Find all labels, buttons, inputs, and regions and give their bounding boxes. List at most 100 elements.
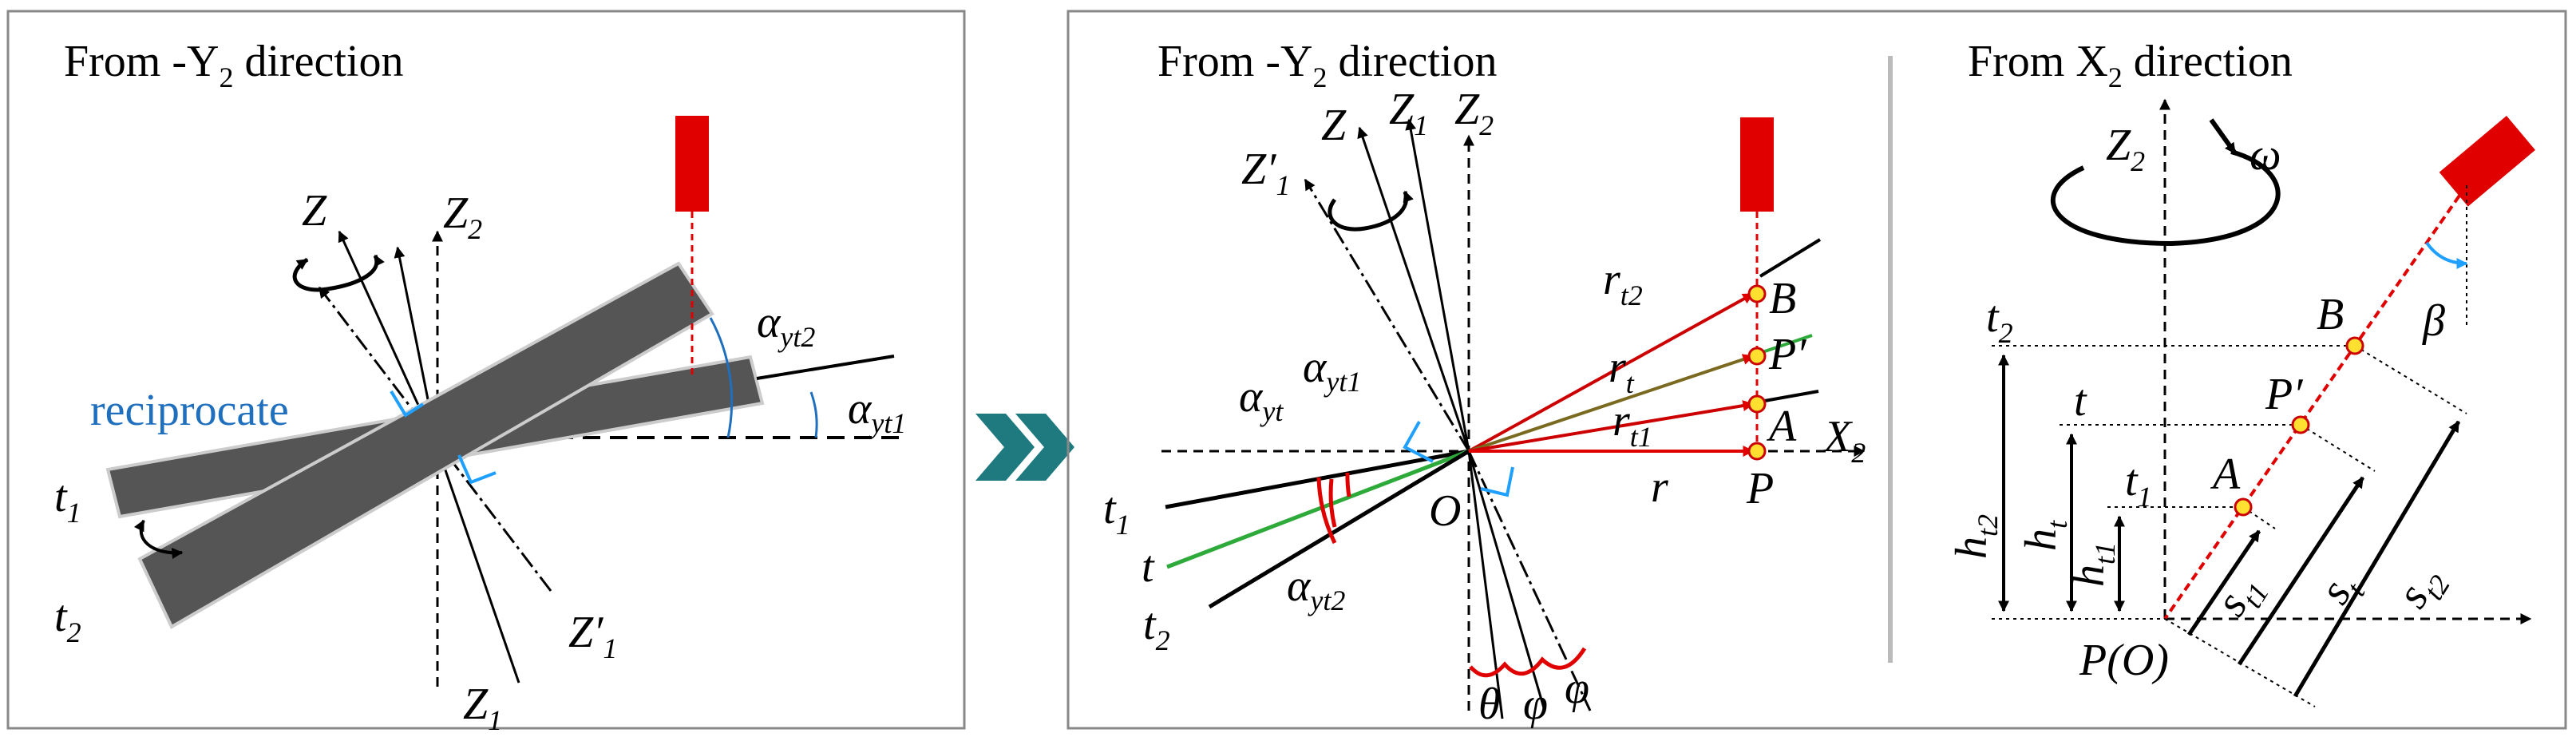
- p2r-laser-beam: [2163, 184, 2468, 620]
- p2l-label-z1prime: Z′1: [1241, 145, 1290, 201]
- p1-label-t2: t2: [54, 592, 81, 648]
- p1-label-ayt2: αyt2: [757, 298, 815, 353]
- p2r-rotation-arrow: [2050, 149, 2281, 247]
- p1-label-z2: Z2: [443, 188, 482, 245]
- p2l-label-z: Z: [1321, 101, 1347, 150]
- p1-z1-line: [436, 446, 520, 684]
- p1-right-angle-1: [390, 390, 425, 418]
- p2l-label-X2: X2: [1822, 412, 1866, 469]
- p2l-label-ayt2: αyt2: [1287, 561, 1345, 616]
- p2l-arc-ayt: [1328, 478, 1337, 528]
- panel-2-left: From -Y2 direction: [1103, 37, 1866, 729]
- p2l-lower-3: [1467, 450, 1592, 711]
- p2l-arc-ayt1: [1345, 472, 1351, 497]
- p2l-label-B: B: [1769, 274, 1796, 323]
- p2l-point-B: [1747, 284, 1767, 303]
- p2l-label-r: r: [1651, 462, 1668, 512]
- p2r-label-omega: ω: [2250, 130, 2281, 180]
- p2l-label-rt2: rt2: [1603, 255, 1643, 311]
- panel-2-border: [1066, 10, 2567, 730]
- p2l-point-P: [1747, 442, 1767, 461]
- p2l-lower-2: [1467, 450, 1546, 711]
- p2l-label-z1: Z1: [1389, 85, 1428, 141]
- p1-tilt-line: [756, 355, 895, 380]
- p2r-laser: [2439, 115, 2535, 207]
- p2l-right-angle-1: [1403, 421, 1434, 463]
- p2r-beta-arc: [2425, 241, 2468, 269]
- p1-reciprocate-label: reciprocate: [90, 386, 289, 435]
- p2l-point-Pp: [1747, 347, 1767, 366]
- p2l-z-axis: [1357, 126, 1470, 452]
- p2l-label-theta: θ: [1478, 680, 1501, 729]
- p2l-vector-rt2: [1468, 292, 1755, 453]
- p2r-label-t2: t2: [1986, 292, 2013, 349]
- p2r-label-st: st: [2309, 564, 2372, 616]
- p2r-label-Pp: P′: [2265, 370, 2303, 419]
- p2r-point-Pp: [2291, 415, 2310, 434]
- p2l-z1prime-axis: [1304, 178, 1470, 452]
- p1-arc-ayt1: [809, 391, 818, 438]
- p2r-label-ht1: ht1: [2064, 542, 2121, 587]
- panel-1-title: From -Y2 direction: [64, 37, 404, 93]
- p2l-arc-ayt2: [1316, 477, 1337, 545]
- p1-label-z1prime: Z′1: [568, 608, 617, 664]
- p2l-label-t2: t2: [1143, 600, 1170, 656]
- p2l-line-t-ext: [1759, 334, 1813, 355]
- p1-right-angle-2: [457, 454, 497, 485]
- p2l-vector-rt: [1468, 354, 1755, 453]
- p2l-line-t1-ext: [1759, 390, 1819, 403]
- p2l-label-rt: rt: [1609, 343, 1635, 399]
- p2r-label-ht2: ht2: [1947, 514, 2004, 559]
- p2l-label-t1: t1: [1103, 484, 1130, 541]
- p2l-line-t2: [1208, 449, 1470, 609]
- p2r-label-ht: ht: [2016, 520, 2073, 551]
- p2r-arrow-st2: [2293, 420, 2461, 698]
- p2r-perp-B: [2354, 345, 2467, 414]
- p2l-z1-axis: [1405, 118, 1470, 452]
- p2r-point-B: [2345, 336, 2364, 355]
- p2l-rotation-arrow: [1328, 190, 1414, 232]
- p2r-arrow-st: [2237, 476, 2365, 666]
- p1-arc-ayt2: [709, 317, 734, 438]
- p2r-arrow-st1: [2186, 529, 2261, 636]
- p1-laser: [675, 116, 709, 212]
- p2r-perp-Pp: [2300, 424, 2376, 472]
- p2l-laser: [1740, 117, 1774, 212]
- p2r-rotation-arrowhead: [2209, 118, 2238, 155]
- panel-2-right: From X2 direction: [1947, 37, 2535, 707]
- p1-label-t1: t1: [54, 472, 81, 529]
- p1-label-ayt1: αyt1: [848, 384, 906, 439]
- p2l-label-ayt: αyt: [1239, 372, 1284, 427]
- panel-1: From -Y2 direction reciprocate Z Z2 Z1 Z…: [6, 10, 966, 736]
- p2l-label-t: t: [1142, 542, 1155, 592]
- p2l-label-rt1: rt1: [1612, 396, 1652, 453]
- p1-bar-t2: [137, 261, 714, 629]
- p2l-line-t2-ext: [1759, 238, 1822, 278]
- p2l-lower-1: [1467, 450, 1504, 719]
- p1-label-z1: Z1: [463, 680, 502, 736]
- p2l-label-phi2: φ: [1565, 664, 1589, 713]
- p2l-label-A: A: [1766, 402, 1797, 451]
- p1-label-z: Z: [302, 186, 327, 236]
- p2l-label-ayt1: αyt1: [1303, 343, 1361, 398]
- chevron-arrow-icon: [975, 414, 1074, 481]
- p2r-label-beta: β: [2422, 296, 2445, 346]
- p2l-point-A: [1747, 394, 1767, 414]
- p2l-label-Pp: P′: [1768, 330, 1806, 379]
- panel-1-border: [6, 10, 966, 730]
- p2l-arc-theta-phi: [1469, 647, 1587, 678]
- p2l-label-O: O: [1429, 486, 1461, 536]
- p2l-line-t: [1166, 449, 1470, 569]
- p2r-label-A: A: [2210, 450, 2241, 499]
- p2r-label-z2: Z2: [2106, 121, 2145, 177]
- p2l-vector-rt1: [1468, 400, 1755, 453]
- p2r-title: From X2 direction: [1968, 37, 2293, 93]
- p2r-label-B: B: [2317, 290, 2344, 339]
- p2l-label-P: P: [1746, 464, 1774, 513]
- p1-rotation-arrow: [292, 254, 385, 292]
- p2r-point-A: [2234, 497, 2253, 517]
- p2r-label-PO: P(O): [2079, 636, 2169, 685]
- p2l-label-z2: Z2: [1454, 85, 1494, 141]
